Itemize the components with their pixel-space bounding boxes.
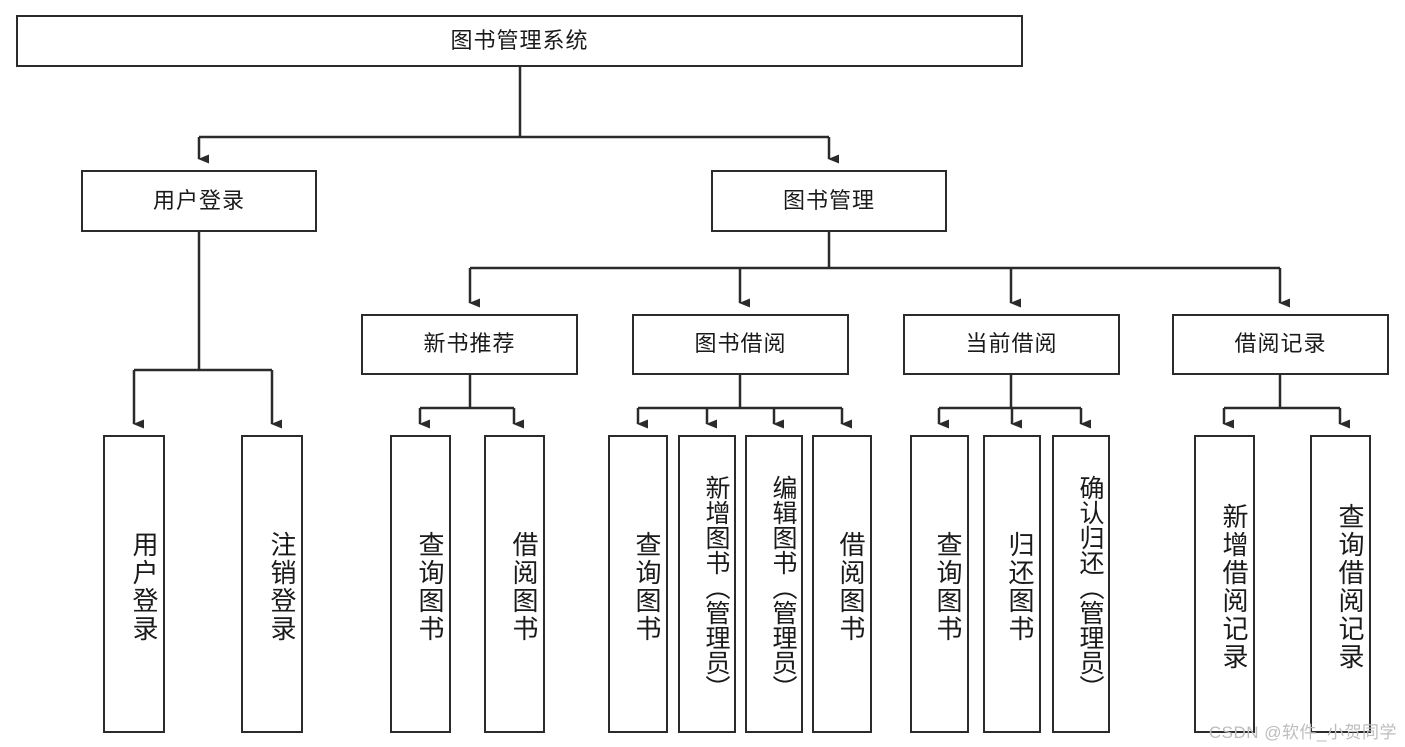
node-label: 当前借阅 — [965, 331, 1058, 357]
node-label: 图书借阅 — [694, 331, 787, 357]
watermark: CSDN @软件_小贺同学 — [1208, 723, 1397, 742]
node-book-management: 图书管理 — [711, 170, 947, 232]
node-leaf-query-books-borrow: 查询图书 — [608, 435, 668, 733]
node-leaf-query-borrow-record: 查询借阅记录 — [1310, 435, 1371, 733]
node-label: 图书管理系统 — [450, 27, 589, 53]
node-leaf-edit-book-admin: 编辑图书（管理员） — [745, 435, 803, 733]
node-leaf-logout: 注销登录 — [241, 435, 303, 733]
node-borrow-records: 借阅记录 — [1172, 314, 1389, 375]
node-label: 新书推荐 — [423, 331, 516, 357]
node-label: 新增图书（管理员） — [702, 474, 730, 700]
node-leaf-confirm-return-admin: 确认归还（管理员） — [1052, 435, 1110, 733]
node-book-borrow: 图书借阅 — [632, 314, 849, 375]
node-label: 查询图书 — [933, 531, 963, 643]
node-leaf-borrow-books-rec: 借阅图书 — [484, 435, 545, 733]
node-leaf-return-books: 归还图书 — [983, 435, 1041, 733]
node-label: 借阅记录 — [1234, 331, 1327, 357]
node-label: 新增借阅记录 — [1219, 503, 1249, 671]
node-leaf-borrow-books: 借阅图书 — [812, 435, 872, 733]
node-root: 图书管理系统 — [16, 15, 1023, 67]
node-current-borrow: 当前借阅 — [903, 314, 1120, 375]
node-label: 用户登录 — [152, 187, 245, 213]
node-user-login: 用户登录 — [81, 170, 317, 232]
node-leaf-query-books-current: 查询图书 — [910, 435, 969, 733]
node-label: 借阅图书 — [836, 531, 866, 643]
node-label: 注销登录 — [267, 531, 297, 643]
node-label: 查询图书 — [415, 531, 445, 643]
node-leaf-add-book-admin: 新增图书（管理员） — [678, 435, 736, 733]
node-label: 编辑图书（管理员） — [769, 474, 797, 700]
node-label: 用户登录 — [129, 531, 159, 643]
node-label: 确认归还（管理员） — [1076, 474, 1104, 700]
node-label: 查询借阅记录 — [1335, 503, 1365, 671]
node-label: 查询图书 — [632, 531, 662, 643]
node-new-book-recommend: 新书推荐 — [361, 314, 578, 375]
node-leaf-add-borrow-record: 新增借阅记录 — [1194, 435, 1255, 733]
node-leaf-query-books-rec: 查询图书 — [390, 435, 451, 733]
node-label: 借阅图书 — [509, 531, 539, 643]
node-leaf-user-login: 用户登录 — [103, 435, 165, 733]
node-label: 图书管理 — [782, 187, 875, 213]
node-label: 归还图书 — [1005, 531, 1035, 643]
